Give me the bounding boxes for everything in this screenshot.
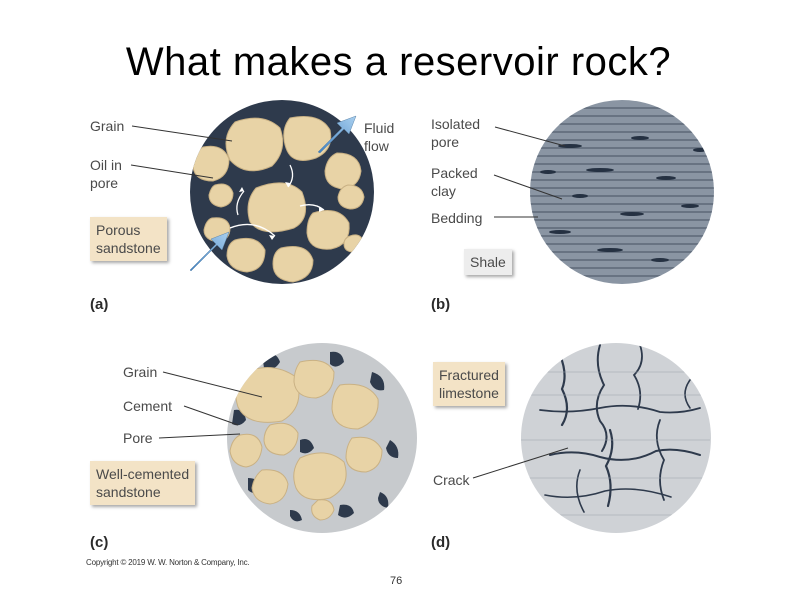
label-bedding: Bedding bbox=[431, 210, 483, 226]
panel-letter-a: (a) bbox=[90, 296, 109, 313]
label-pore: Pore bbox=[123, 430, 153, 446]
tag-fractured-limestone: Fractured limestone bbox=[433, 362, 505, 406]
label-grain-c: Grain bbox=[123, 364, 158, 380]
porous-sandstone-circle bbox=[190, 100, 374, 284]
tag-well-cemented-sandstone: Well-cemented sandstone bbox=[90, 461, 196, 505]
label-crack: Crack bbox=[433, 472, 470, 488]
label-fluid-flow: Fluid flow bbox=[364, 120, 395, 154]
tag-shale: Shale bbox=[464, 249, 512, 275]
panel-letter-d: (d) bbox=[431, 534, 451, 551]
page-number: 76 bbox=[390, 575, 403, 587]
label-packed-clay: Packed clay bbox=[431, 165, 478, 199]
tag-porous-sandstone: Porous sandstone bbox=[90, 217, 167, 261]
fluid-flow-arrow bbox=[189, 115, 357, 272]
label-isolated-pore: Isolated pore bbox=[431, 116, 481, 150]
label-cement: Cement bbox=[123, 398, 173, 414]
panel-letter-c: (c) bbox=[90, 534, 109, 551]
copyright-notice: Copyright © 2019 W. W. Norton & Company,… bbox=[86, 558, 250, 567]
cemented-sandstone-circle bbox=[227, 343, 417, 533]
slide-title: What makes a reservoir rock? bbox=[125, 40, 672, 84]
label-grain-a: Grain bbox=[90, 118, 125, 134]
panel-letter-b: (b) bbox=[431, 296, 451, 313]
label-oil-in-pore: Oil in pore bbox=[90, 157, 122, 191]
fractured-limestone-circle bbox=[521, 343, 711, 533]
shale-circle bbox=[530, 100, 714, 284]
